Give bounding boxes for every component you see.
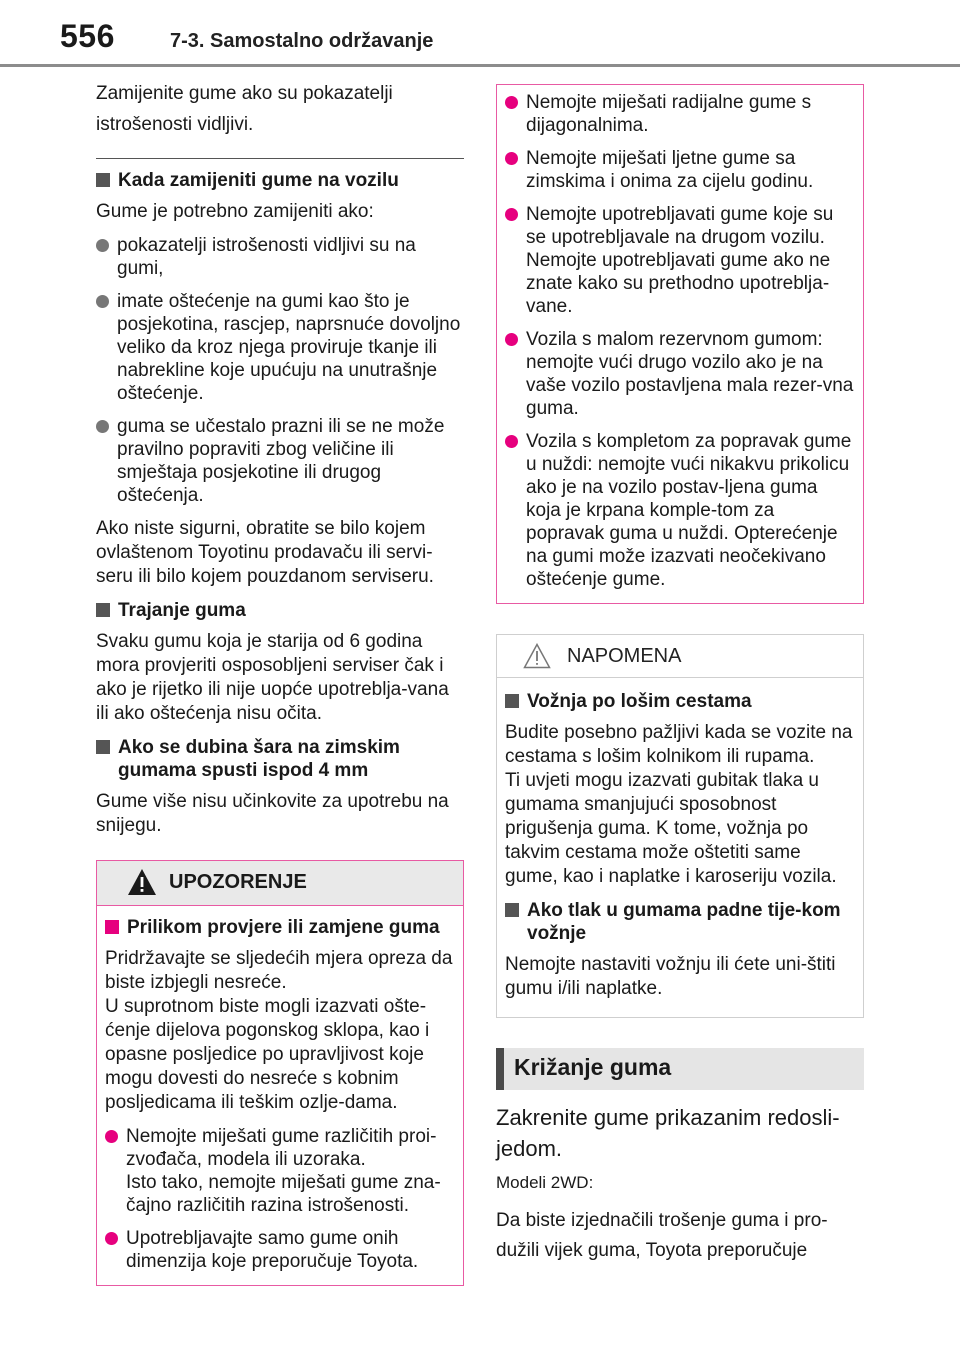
list-item: Upotrebljavajte samo gume onih dimenzija… xyxy=(105,1227,455,1273)
heading-text: Ako tlak u gumama padne tije-kom vožnje xyxy=(527,900,841,944)
square-bullet-icon xyxy=(105,920,119,934)
warning-box-body: Nemojte miješati radijalne gume s dijago… xyxy=(497,85,863,603)
circle-bullet-icon xyxy=(96,295,109,308)
circle-bullet-icon xyxy=(105,1232,118,1245)
warning-box-continued: Nemojte miješati radijalne gume s dijago… xyxy=(496,84,864,604)
square-bullet-icon xyxy=(96,603,110,617)
list-item-text: Nemojte miješati gume različitih proi-zv… xyxy=(126,1126,441,1216)
rotation-models: Modeli 2WD: xyxy=(496,1173,594,1192)
list-item-text: Nemojte miješati ljetne gume sa zimskima… xyxy=(526,148,814,192)
list-item: guma se učestalo prazni ili se ne može p… xyxy=(96,415,464,507)
heading-text: Trajanje guma xyxy=(118,600,246,621)
circle-bullet-icon xyxy=(505,333,518,346)
circle-bullet-icon xyxy=(505,435,518,448)
warning-triangle-icon xyxy=(128,869,156,895)
list-item: Nemojte miješati gume različitih proi-zv… xyxy=(105,1125,455,1217)
divider xyxy=(96,158,464,159)
right-column: Nemojte miješati radijalne gume s dijago… xyxy=(496,84,864,1276)
list-item: Nemojte miješati radijalne gume s dijago… xyxy=(505,91,855,137)
square-bullet-icon xyxy=(96,173,110,187)
notice-box: NAPOMENA Vožnja po lošim cestama Budite … xyxy=(496,634,864,1018)
heading-text: Ako se dubina šara na zimskim gumama spu… xyxy=(118,737,400,781)
left-column: Zamijenite gume ako su pokazatelji istro… xyxy=(96,78,464,1286)
circle-bullet-icon xyxy=(96,239,109,252)
list-item: Vozila s kompletom za popravak gume u nu… xyxy=(505,430,855,591)
warning-box-header: UPOZORENJE xyxy=(97,861,463,906)
circle-bullet-icon xyxy=(505,208,518,221)
list-item-text: imate oštećenje na gumi kao što je posje… xyxy=(117,291,461,404)
heading-tread-depth: Ako se dubina šara na zimskim gumama spu… xyxy=(96,736,464,782)
list-item-text: Vozila s malom rezervnom gumom: nemojte … xyxy=(526,329,854,419)
paragraph-unsure: Ako niste sigurni, obratite se bilo koje… xyxy=(96,518,434,587)
header-rule xyxy=(0,64,960,67)
notice-paragraph: Budite posebno pažljivi kada se vozite n… xyxy=(505,722,853,887)
rotation-paragraph: Da biste izjednačili trošenje guma i pro… xyxy=(496,1210,828,1261)
heading-check-replace: Prilikom provjere ili zamjene guma xyxy=(105,916,455,939)
page-header: 556 7-3. Samostalno održavanje xyxy=(0,0,960,70)
heading-when-replace: Kada zamijeniti gume na vozilu xyxy=(96,169,464,192)
section-heading: Križanje guma xyxy=(514,1054,672,1080)
heading-tire-life: Trajanje guma xyxy=(96,599,464,622)
list-item-text: Nemojte upotrebljavati gume koje su se u… xyxy=(526,204,834,317)
heading-text: Kada zamijeniti gume na vozilu xyxy=(118,170,399,191)
notice-box-header: NAPOMENA xyxy=(497,635,863,678)
heading-text: Vožnja po lošim cestama xyxy=(527,691,752,712)
list-item: pokazatelji istrošenosti vidljivi su na … xyxy=(96,234,464,280)
square-bullet-icon xyxy=(505,694,519,708)
list-item-text: Vozila s kompletom za popravak gume u nu… xyxy=(526,431,852,590)
circle-bullet-icon xyxy=(505,96,518,109)
notice-paragraph: Nemojte nastaviti vožnju ili ćete uni-št… xyxy=(505,954,836,999)
list-item-text: Nemojte miješati radijalne gume s dijago… xyxy=(526,92,812,136)
list-item-text: Upotrebljavajte samo gume onih dimenzija… xyxy=(126,1228,419,1272)
caution-triangle-icon xyxy=(523,643,551,669)
paragraph-tread-depth: Gume više nisu učinkovite za upotrebu na… xyxy=(96,791,449,836)
warning-box: UPOZORENJE Prilikom provjere ili zamjene… xyxy=(96,860,464,1286)
rotation-lead: Zakrenite gume prikazanim redosli-jedom. xyxy=(496,1105,840,1161)
heading-bad-roads: Vožnja po lošim cestama xyxy=(505,690,855,713)
list-item-text: guma se učestalo prazni ili se ne može p… xyxy=(117,416,445,506)
notice-box-body: Vožnja po lošim cestama Budite posebno p… xyxy=(497,678,863,1017)
section-heading-bar: Križanje guma xyxy=(496,1048,864,1090)
heading-pressure-drop: Ako tlak u gumama padne tije-kom vožnje xyxy=(505,899,855,945)
notice-title: NAPOMENA xyxy=(567,645,682,667)
warning-box-body: Prilikom provjere ili zamjene guma Pridr… xyxy=(97,906,463,1285)
warning-title: UPOZORENJE xyxy=(169,871,307,893)
list-item: Vozila s malom rezervnom gumom: nemojte … xyxy=(505,328,855,420)
paragraph-need: Gume je potrebno zamijeniti ako: xyxy=(96,201,374,222)
page-number: 556 xyxy=(60,18,115,54)
circle-bullet-icon xyxy=(96,420,109,433)
list-item: Nemojte miješati ljetne gume sa zimskima… xyxy=(505,147,855,193)
square-bullet-icon xyxy=(96,740,110,754)
square-bullet-icon xyxy=(505,903,519,917)
paragraph-tire-life: Svaku gumu koja je starija od 6 godina m… xyxy=(96,631,449,724)
warning-paragraph: Pridržavajte se sljedećih mjera opreza d… xyxy=(105,948,453,1113)
circle-bullet-icon xyxy=(505,152,518,165)
list-item: imate oštećenje na gumi kao što je posje… xyxy=(96,290,464,405)
circle-bullet-icon xyxy=(105,1130,118,1143)
list-item-text: pokazatelji istrošenosti vidljivi su na … xyxy=(117,235,416,279)
intro-paragraph: Zamijenite gume ako su pokazatelji istro… xyxy=(96,83,393,135)
heading-text: Prilikom provjere ili zamjene guma xyxy=(127,917,440,938)
list-item: Nemojte upotrebljavati gume koje su se u… xyxy=(505,203,855,318)
section-title: 7-3. Samostalno održavanje xyxy=(170,30,434,52)
heading-accent xyxy=(496,1048,504,1090)
